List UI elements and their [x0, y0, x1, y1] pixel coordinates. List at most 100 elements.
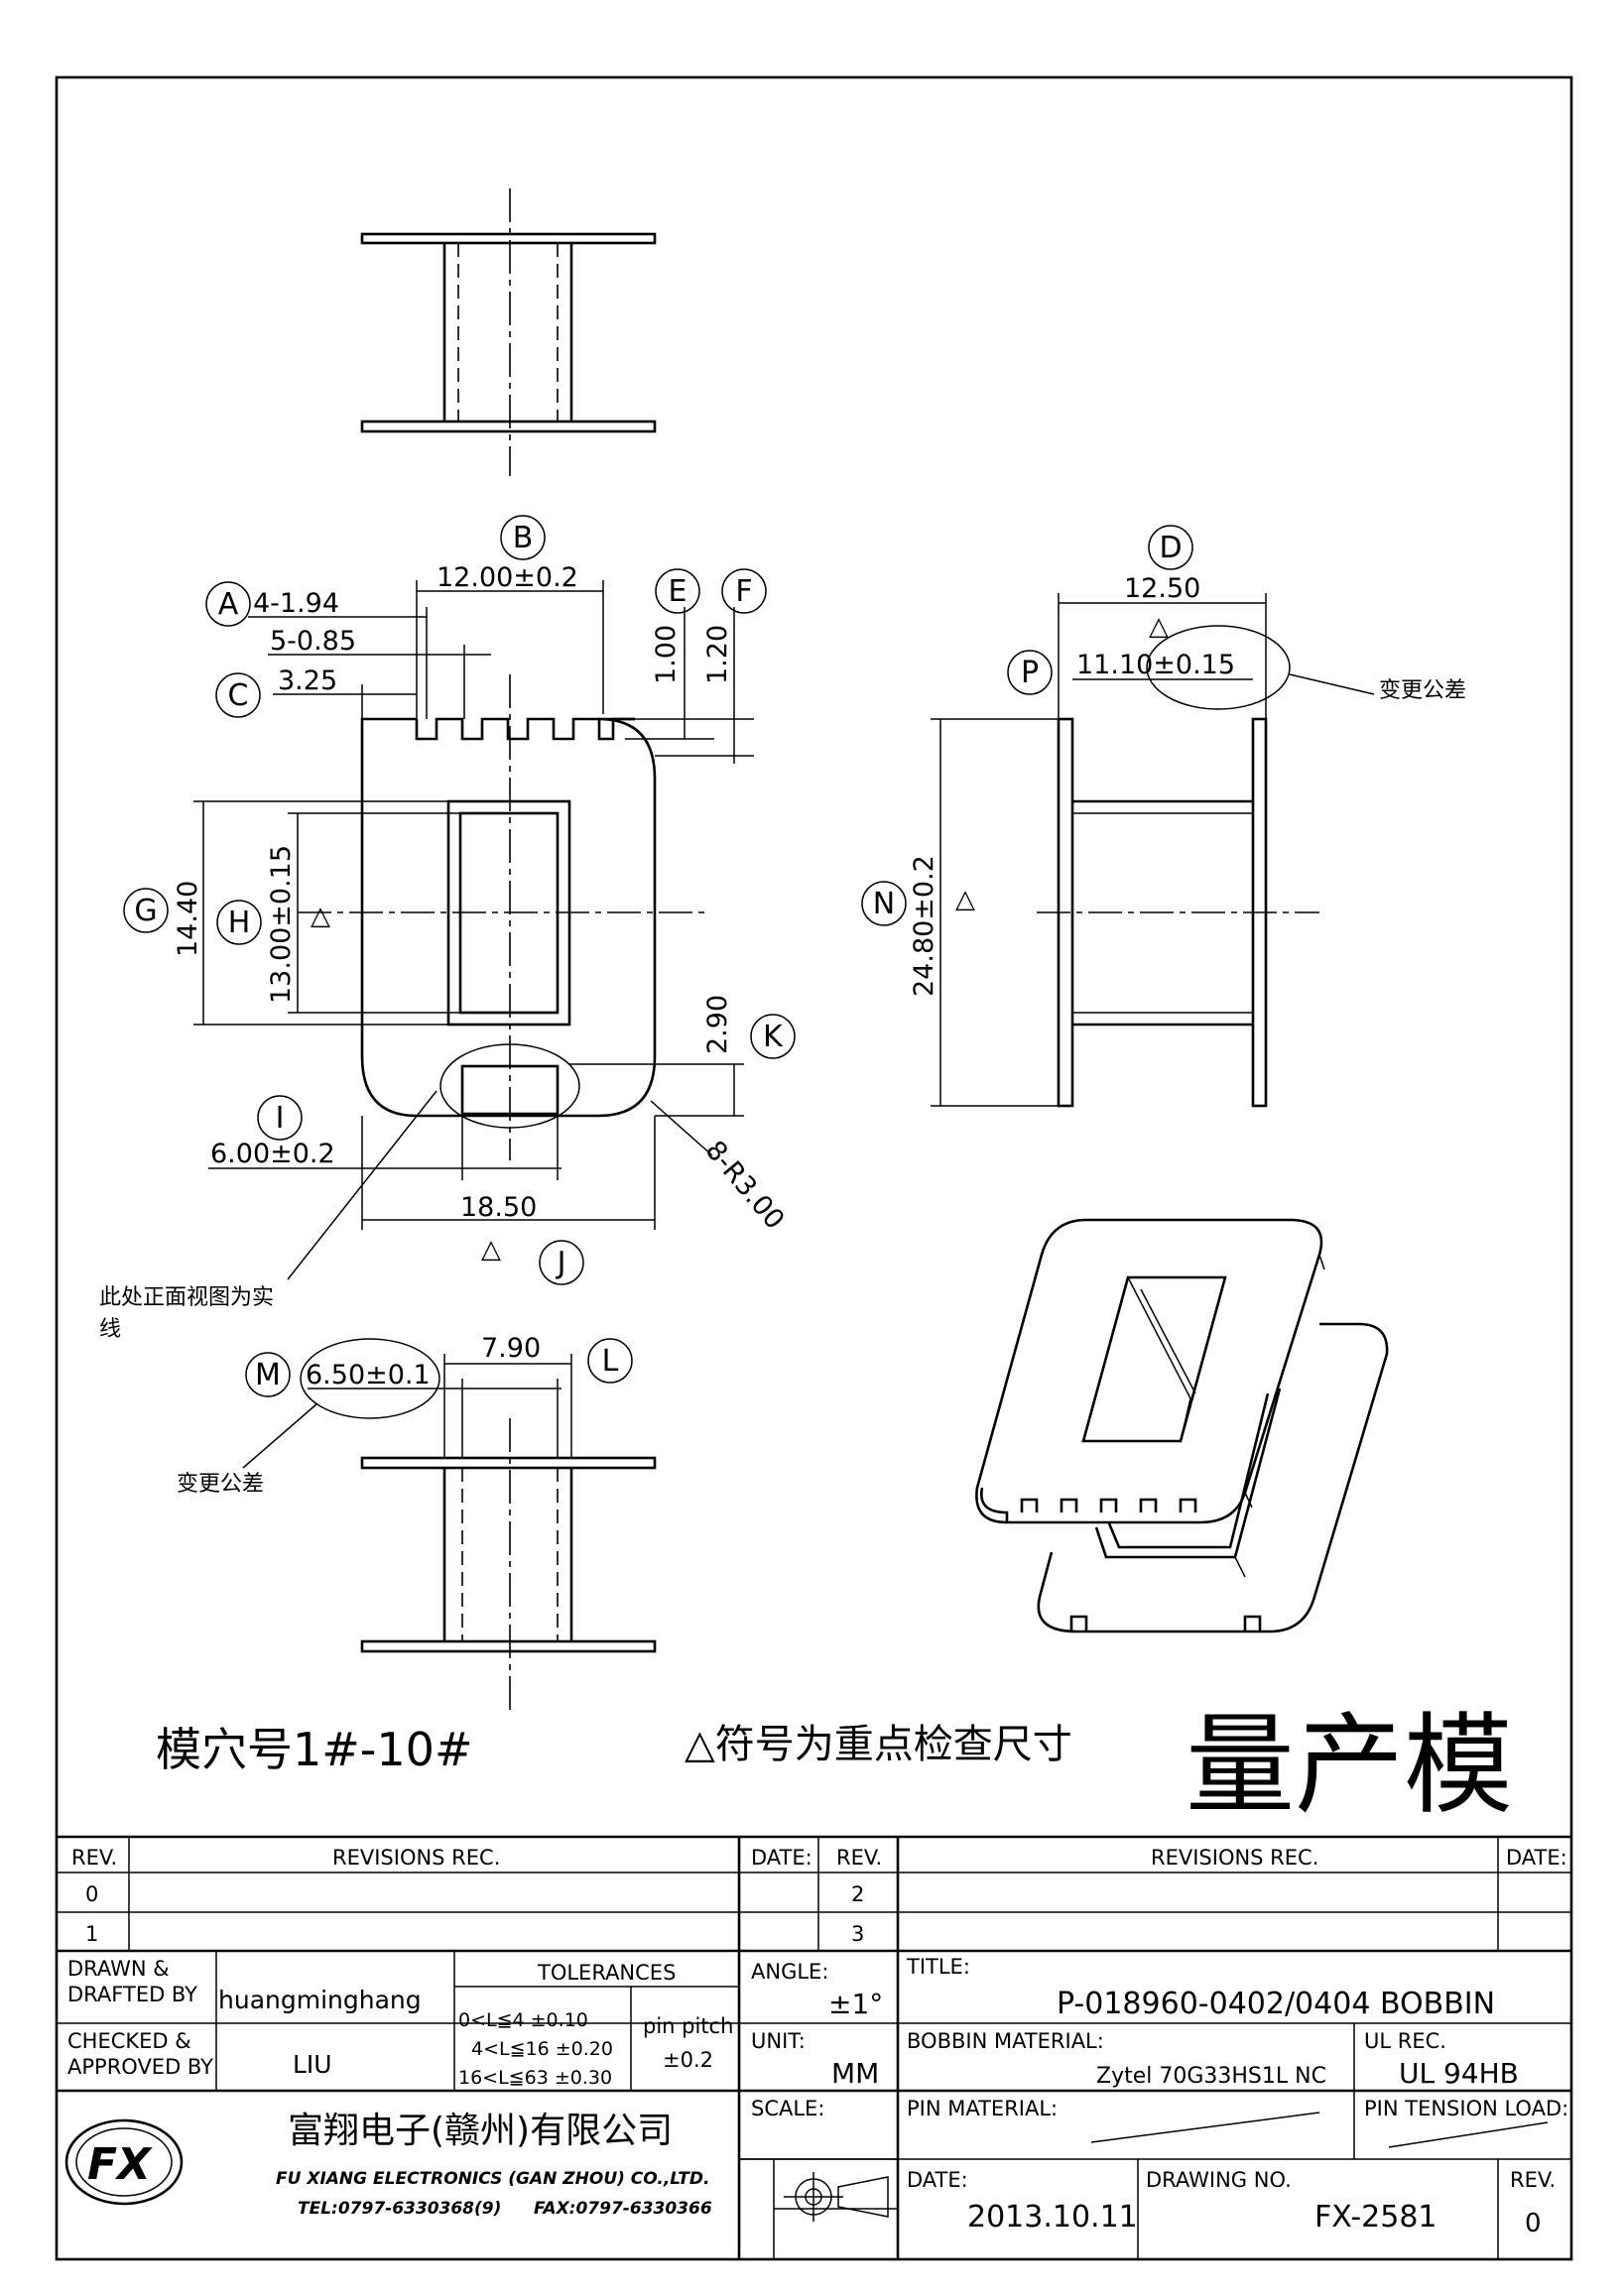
tol-row-1: 0<L≦4 ±0.10 [458, 2009, 588, 2031]
balloon-b: B [500, 515, 546, 560]
company-tel: TEL:0797-6330368(9) [298, 2199, 501, 2219]
drawing-no-value: FX-2581 [1314, 2200, 1437, 2235]
unit-value: MM [831, 2057, 879, 2090]
balloon-m: M [245, 1352, 291, 1397]
scale-label: SCALE: [751, 2097, 824, 2120]
svg-text:I: I [276, 1101, 285, 1136]
balloon-d: D [1148, 525, 1193, 570]
bobbin-material-value: Zytel 70G33HS1L NC [1096, 2064, 1326, 2089]
dim-h: 13.00±0.15 [266, 845, 297, 1004]
front-view [298, 674, 704, 1160]
pin-tension-label: PIN TENSION LOAD: [1364, 2097, 1568, 2120]
title-value: P-018960-0402/0404 BOBBIN [1057, 1987, 1495, 2021]
angle-value: ±1° [828, 1988, 883, 2020]
rev-value: 0 [1525, 2209, 1542, 2238]
balloon-c: C [215, 672, 261, 718]
svg-text:△: △ [311, 902, 330, 931]
tolerances-label: TOLERANCES [537, 1961, 676, 1985]
date-header-2: DATE: [1506, 1846, 1567, 1870]
balloon-p: P [1007, 650, 1053, 695]
right-side-view [1037, 717, 1319, 1108]
dim-b: 12.00±0.2 [437, 562, 578, 593]
company-fax: FAX:0797-6330366 [534, 2199, 712, 2219]
checked-by: LIU [293, 2050, 332, 2079]
svg-text:N: N [873, 887, 895, 921]
rev-header-2: REV. [836, 1846, 882, 1870]
drawn-label: DRAWN &DRAFTED BY [67, 1957, 197, 2006]
rev-header: REV. [71, 1846, 117, 1870]
pin-pitch-value: ±0.2 [663, 2048, 713, 2072]
dim-k: 2.90 [702, 995, 733, 1054]
dim-r: 8-R3.00 [699, 1136, 791, 1236]
dim-c: 3.25 [278, 665, 337, 696]
right-view-dimensions: 12.50 △ 11.10±0.15 变更公差 24.80±0.2 △ [909, 573, 1466, 1107]
rev-label: REV. [1510, 2168, 1556, 2192]
date-label: DATE: [907, 2168, 968, 2192]
svg-text:D: D [1159, 531, 1182, 565]
bottom-side-view [360, 1418, 657, 1716]
balloon-h: H [216, 900, 262, 945]
svg-text:P: P [1021, 656, 1039, 690]
svg-text:J: J [556, 1246, 566, 1280]
rev-row-2: 2 [851, 1882, 864, 1906]
tol-row-3: 16<L≦63 ±0.30 [458, 2067, 612, 2089]
date-header: DATE: [751, 1846, 812, 1870]
svg-text:L: L [602, 1344, 619, 1379]
dim-e: 1.00 [651, 625, 682, 684]
dim-a2: 5-0.85 [270, 626, 356, 657]
title-label: TITLE: [906, 1955, 970, 1979]
top-side-view [360, 188, 657, 476]
dim-f: 1.20 [702, 625, 733, 684]
company-en: FU XIANG ELECTRONICS (GAN ZHOU) CO.,LTD. [276, 2169, 709, 2189]
balloon-a: A [205, 581, 251, 627]
note-mass-production: 量产模 [1186, 1702, 1513, 1829]
title-block: REV. REVISIONS REC. DATE: REV. REVISIONS… [57, 1835, 1571, 2259]
dim-g: 14.40 [173, 881, 203, 957]
company-logo: FX [64, 2118, 184, 2206]
note-key-check: △符号为重点检查尺寸 [685, 1722, 1072, 1767]
svg-text:A: A [218, 587, 239, 622]
svg-text:H: H [228, 906, 251, 940]
balloon-l: L [587, 1338, 633, 1384]
unit-label: UNIT: [751, 2029, 806, 2053]
balloon-i: I [257, 1095, 303, 1141]
note-change-tol-1: 变更公差 [1379, 678, 1466, 703]
balloon-g: G [123, 888, 169, 933]
pin-material-label: PIN MATERIAL: [907, 2097, 1058, 2120]
pin-pitch-label: pin pitch [643, 2014, 733, 2038]
dim-a: 4-1.94 [253, 588, 339, 619]
svg-text:F: F [735, 574, 752, 609]
bottom-view-dimensions: 7.90 6.50±0.1 变更公差 [177, 1333, 572, 1497]
dim-i: 6.00±0.2 [210, 1139, 335, 1169]
svg-text:B: B [513, 521, 534, 555]
projection-symbol [784, 2172, 889, 2222]
svg-text:C: C [228, 678, 249, 713]
ul-value: UL 94HB [1399, 2057, 1519, 2090]
company-cn: 富翔电子(赣州)有限公司 [288, 2111, 673, 2151]
rev-row-3: 3 [851, 1922, 864, 1946]
drawing-border [55, 75, 1573, 2261]
rev-row-0: 0 [85, 1882, 98, 1906]
dim-d: 12.50 [1124, 573, 1200, 604]
drawn-by: huangminghang [218, 1986, 422, 2014]
tol-row-2: 4<L≦16 ±0.20 [471, 2038, 613, 2060]
dim-m: 6.50±0.1 [306, 1360, 431, 1390]
balloon-f: F [721, 568, 767, 614]
dim-j: 18.50 [460, 1192, 537, 1223]
front-view-dimensions: 12.00±0.2 4-1.94 5-0.85 3.25 1.00 1.20 1… [173, 562, 791, 1280]
balloon-e: E [655, 568, 700, 614]
svg-text:△: △ [955, 885, 975, 914]
svg-text:△: △ [481, 1235, 501, 1265]
date-value: 2013.10.11 [967, 2200, 1138, 2235]
note-change-tol-2: 变更公差 [177, 1472, 264, 1497]
dim-n: 24.80±0.2 [909, 855, 939, 997]
revisions-header: REVISIONS REC. [332, 1846, 500, 1870]
svg-text:G: G [134, 894, 157, 928]
isometric-view [975, 1218, 1389, 1633]
angle-label: ANGLE: [751, 1960, 828, 1984]
dim-p: 11.10±0.15 [1076, 650, 1235, 680]
balloon-k: K [750, 1014, 796, 1059]
revisions-header-2: REVISIONS REC. [1151, 1846, 1318, 1870]
